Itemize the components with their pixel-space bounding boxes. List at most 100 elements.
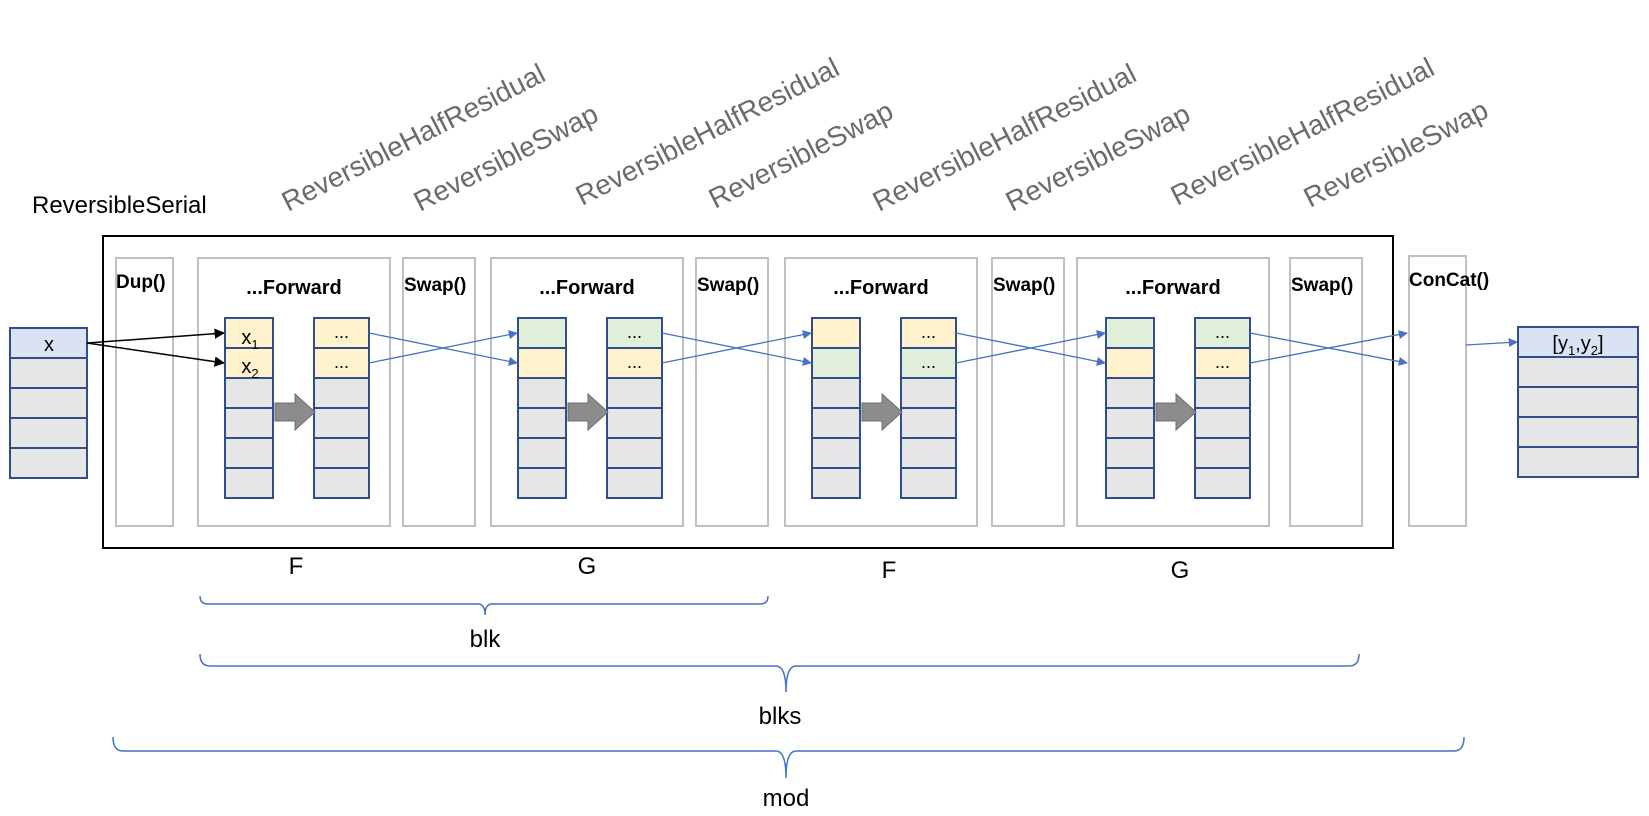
x2-label: x2: [241, 356, 258, 381]
left-cell: [224, 467, 274, 499]
forward-label: ...Forward: [246, 277, 342, 299]
input-arrow-x2: [86, 342, 226, 367]
blk-label: blk: [470, 626, 502, 653]
output-y-label: [y1,y2]: [1552, 333, 1603, 358]
concat-label: ConCat(): [1409, 270, 1489, 291]
left-cell: [1105, 437, 1155, 469]
left-cell: [811, 407, 861, 439]
left-cell: [1105, 407, 1155, 439]
ellipsis-label: ...: [627, 352, 642, 372]
right-cell: [606, 407, 663, 439]
forward-arrow-icon: [1155, 392, 1197, 432]
swap-panel-2: Swap(): [695, 257, 769, 527]
forward-panel-1: ...Forward: [197, 257, 391, 527]
connector-arrows: [86, 328, 1518, 367]
left-cell: [1105, 347, 1155, 379]
right-cell: [313, 347, 370, 379]
swap-label: Swap(): [404, 275, 466, 296]
right-cell: [313, 407, 370, 439]
ellipsis-label: ...: [921, 322, 936, 342]
function-label-g1: G: [578, 553, 597, 580]
ellipsis-label: ...: [334, 322, 349, 342]
right-cell: [900, 407, 957, 439]
right-cell: [606, 437, 663, 469]
container-label: ReversibleSerial: [32, 192, 207, 219]
right-cell: [1194, 377, 1251, 409]
block-3: ......: [811, 317, 957, 499]
dup-label: Dup(): [116, 272, 166, 293]
mod-brace: [112, 736, 1465, 779]
input-arrow-x1: [86, 328, 226, 344]
swap-panel-3: Swap(): [991, 257, 1065, 527]
right-cell: [1194, 347, 1251, 379]
forward-panel-4: ...Forward: [1076, 257, 1270, 527]
ellipsis-label: ...: [334, 352, 349, 372]
left-cell: [224, 437, 274, 469]
right-cell: [1194, 437, 1251, 469]
left-cell: [224, 407, 274, 439]
swap-arrow-up: [661, 330, 812, 364]
forward-panel-3: ...Forward: [784, 257, 978, 527]
forward-label: ...Forward: [833, 277, 929, 299]
block-4: ......: [1105, 317, 1251, 499]
concat-panel: [1408, 255, 1467, 527]
mod-label: mod: [763, 785, 810, 812]
left-cell: [517, 407, 567, 439]
ellipsis-label: ...: [627, 322, 642, 342]
block-columns: ........................: [224, 317, 1251, 499]
left-cell: [811, 317, 861, 349]
swap-panel-4: Swap(): [1289, 257, 1363, 527]
right-cell: [313, 467, 370, 499]
right-cell: [900, 467, 957, 499]
right-cell: [1194, 467, 1251, 499]
blks-brace: [199, 653, 1360, 693]
left-cell: [1105, 317, 1155, 349]
right-cell: [900, 377, 957, 409]
left-cell: [1105, 467, 1155, 499]
forward-label: ...Forward: [539, 277, 635, 299]
ellipsis-label: ...: [1215, 322, 1230, 342]
input-array: x: [9, 327, 88, 479]
swap-arrow-up: [955, 330, 1106, 364]
blk-brace: [199, 595, 769, 616]
function-label-g2: G: [1171, 557, 1190, 584]
right-cell: [313, 317, 370, 349]
right-cell: [313, 437, 370, 469]
block-2: ......: [517, 317, 663, 499]
right-cell: [606, 467, 663, 499]
left-cell: [517, 377, 567, 409]
right-cell: [900, 437, 957, 469]
swap-panel-1: Swap(): [402, 257, 476, 527]
layer-labels: ReversibleHalfResidualReversibleSwapReve…: [277, 52, 1493, 218]
swap-label: Swap(): [697, 275, 759, 296]
dup-panel: [115, 257, 174, 527]
blks-label: blks: [759, 703, 802, 730]
right-cell: [606, 347, 663, 379]
forward-label: ...Forward: [1125, 277, 1221, 299]
block-1: ......: [224, 317, 370, 499]
right-cell: [313, 377, 370, 409]
left-cell: [811, 377, 861, 409]
left-cell: [811, 347, 861, 379]
forward-arrow-icon: [274, 392, 316, 432]
output-array: [y1,y2]: [1517, 326, 1639, 478]
swap-arrow-up: [368, 330, 518, 364]
left-cell: [224, 377, 274, 409]
left-cell: [517, 347, 567, 379]
right-cell: [900, 347, 957, 379]
concat-output-arrow: [1465, 337, 1518, 348]
x1-label: x1: [241, 327, 258, 352]
left-cell: [224, 347, 274, 379]
swap-label: Swap(): [993, 275, 1055, 296]
function-label-f2: F: [882, 557, 897, 584]
left-cell: [811, 437, 861, 469]
swap-label: Swap(): [1291, 275, 1353, 296]
ellipsis-label: ...: [1215, 352, 1230, 372]
left-cell: [1105, 377, 1155, 409]
right-cell: [606, 377, 663, 409]
input-x-label: x: [44, 334, 54, 356]
forward-panel-2: ...Forward: [490, 257, 684, 527]
swap-arrow-up: [1249, 330, 1408, 364]
left-cell: [517, 467, 567, 499]
